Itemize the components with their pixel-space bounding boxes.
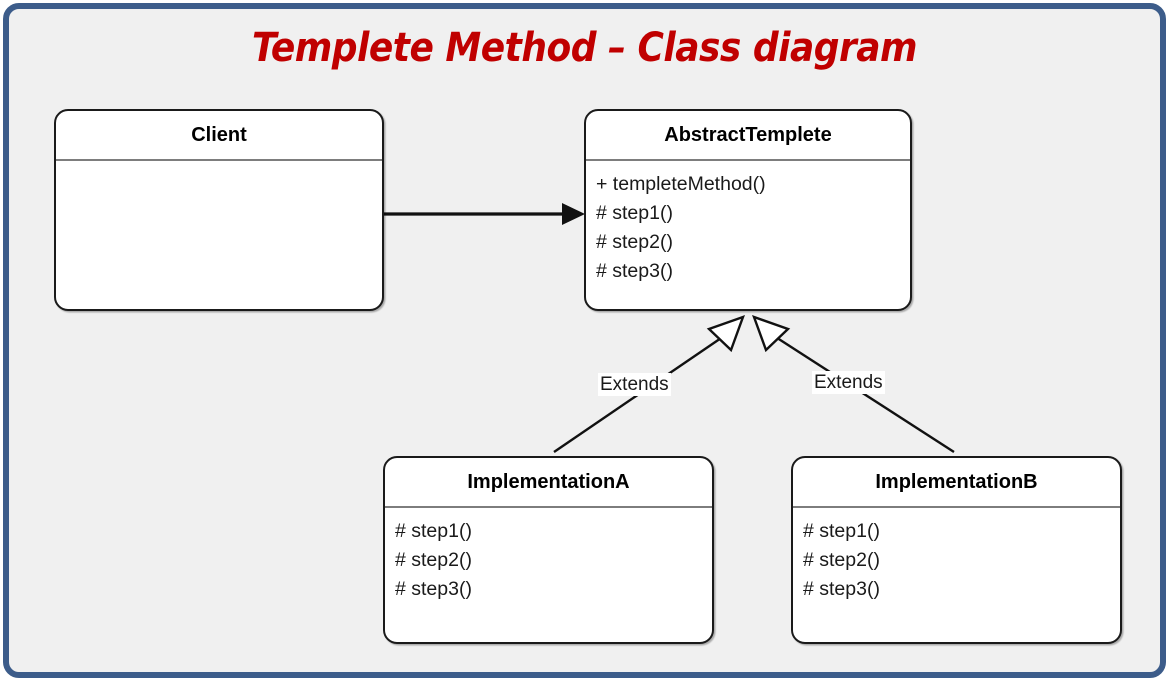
member-step3: # step3() bbox=[395, 578, 472, 600]
member-templete-method: + templeteMethod() bbox=[596, 173, 766, 195]
class-name-implementation-a: ImplementationA bbox=[385, 458, 712, 508]
class-box-client[interactable]: Client bbox=[54, 109, 384, 311]
member-step1: # step1() bbox=[803, 520, 880, 542]
class-box-implementation-b[interactable]: ImplementationB # step1() # step2() # st… bbox=[791, 456, 1122, 644]
class-name-abstract-templete: AbstractTemplete bbox=[586, 111, 910, 161]
member-step2: # step2() bbox=[596, 231, 673, 253]
member-step3: # step3() bbox=[596, 260, 673, 282]
class-members-implementation-b: # step1() # step2() # step3() bbox=[793, 508, 1120, 604]
member-step1: # step1() bbox=[395, 520, 472, 542]
class-name-implementation-b: ImplementationB bbox=[793, 458, 1120, 508]
member-step3: # step3() bbox=[803, 578, 880, 600]
member-step1: # step1() bbox=[596, 202, 673, 224]
class-members-abstract-templete: + templeteMethod() # step1() # step2() #… bbox=[586, 161, 910, 286]
class-box-implementation-a[interactable]: ImplementationA # step1() # step2() # st… bbox=[383, 456, 714, 644]
member-step2: # step2() bbox=[395, 549, 472, 571]
edge-label-extends-a: Extends bbox=[598, 373, 671, 396]
class-members-client bbox=[56, 161, 382, 170]
class-name-client: Client bbox=[56, 111, 382, 161]
diagram-frame: Templete Method – Class diagram Client bbox=[3, 3, 1166, 678]
member-step2: # step2() bbox=[803, 549, 880, 571]
edge-label-extends-b: Extends bbox=[812, 371, 885, 394]
page-title: Templete Method – Class diagram bbox=[251, 25, 918, 71]
class-box-abstract-templete[interactable]: AbstractTemplete + templeteMethod() # st… bbox=[584, 109, 912, 311]
class-members-implementation-a: # step1() # step2() # step3() bbox=[385, 508, 712, 604]
connector-client-to-abstract bbox=[381, 203, 585, 225]
